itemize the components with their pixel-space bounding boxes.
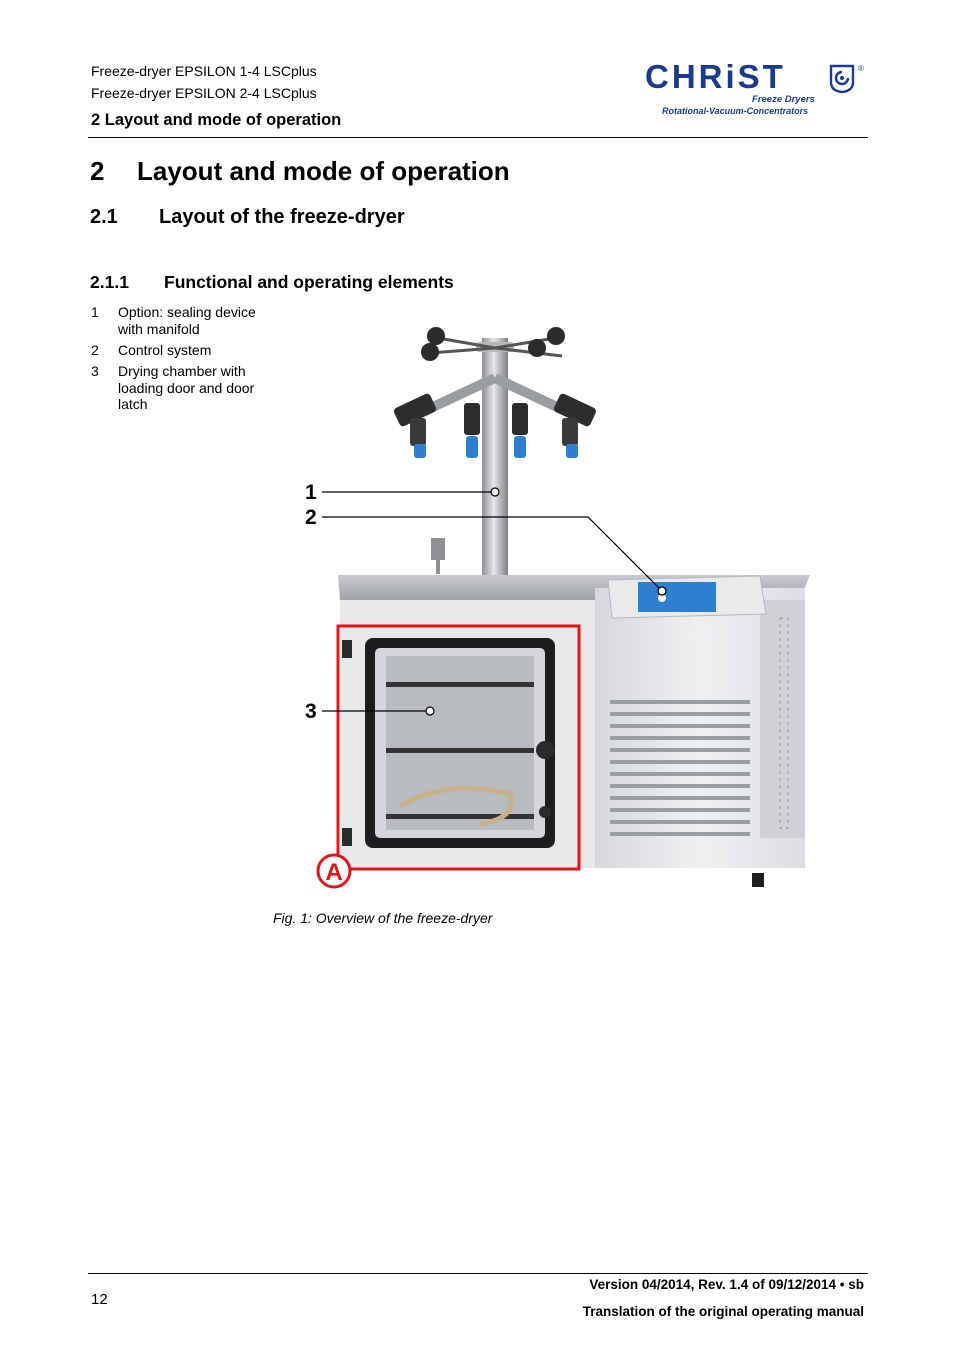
drying-chamber	[365, 638, 555, 848]
marker-a: A	[325, 859, 342, 886]
callout-2-label: 2	[305, 506, 317, 529]
vent-grille	[610, 617, 789, 836]
manifold	[393, 327, 597, 598]
heading-2-number: 2.1	[90, 206, 118, 228]
header-section-title: 2 Layout and mode of operation	[91, 111, 342, 129]
marker-circle	[316, 853, 352, 889]
heading-3-text: Functional and operating elements	[164, 272, 454, 292]
legend-number: 1	[91, 304, 99, 320]
heading-3-number: 2.1.1	[90, 272, 129, 292]
heading-1-text: Layout and mode of operation	[137, 156, 510, 186]
header-rule	[88, 137, 868, 138]
christ-logo: CHRiST ® Freeze Dryers Rotational-Vacuum…	[640, 58, 868, 120]
freeze-dryer-figure: A 1 2 3	[305, 327, 810, 889]
legend-number: 2	[91, 342, 99, 358]
page-number: 12	[91, 1291, 108, 1308]
heading-1-number: 2	[90, 156, 105, 186]
header-product-line-1: Freeze-dryer EPSILON 1-4 LSCplus	[91, 63, 317, 79]
logo-wordmark: CHRiST	[645, 58, 786, 95]
footer-translation-note: Translation of the original operating ma…	[582, 1304, 864, 1319]
legend-item-2: 2 Control system	[91, 342, 291, 360]
callout-2-line	[322, 516, 663, 592]
legend-item-3: 3 Drying chamber with loading door and d…	[91, 363, 291, 415]
legend-text: Option: sealing device with manifold	[118, 304, 256, 337]
legend-number: 3	[91, 363, 99, 379]
footer-rule	[88, 1273, 868, 1274]
legend-text: Drying chamber with loading door and doo…	[118, 363, 255, 412]
heading-2-text: Layout of the freeze-dryer	[159, 206, 405, 228]
christ-emblem-icon	[829, 64, 855, 94]
logo-sub-freeze-dryers: Freeze Dryers	[752, 94, 815, 105]
legend-text: Control system	[118, 342, 212, 358]
footer-version: Version 04/2014, Rev. 1.4 of 09/12/2014 …	[589, 1277, 864, 1292]
legend-item-1: 1 Option: sealing device with manifold	[91, 304, 291, 340]
header-product-line-2: Freeze-dryer EPSILON 2-4 LSCplus	[91, 85, 317, 101]
figure-caption: Fig. 1: Overview of the freeze-dryer	[273, 910, 493, 926]
callout-3-label: 3	[305, 700, 317, 723]
callout-1-label: 1	[305, 481, 317, 504]
control-panel	[607, 575, 767, 619]
logo-sub-rvc: Rotational-Vacuum-Concentrators	[662, 106, 809, 116]
registered-mark: ®	[858, 64, 864, 73]
highlight-frame	[336, 624, 581, 871]
vacuum-sensor	[431, 538, 445, 560]
